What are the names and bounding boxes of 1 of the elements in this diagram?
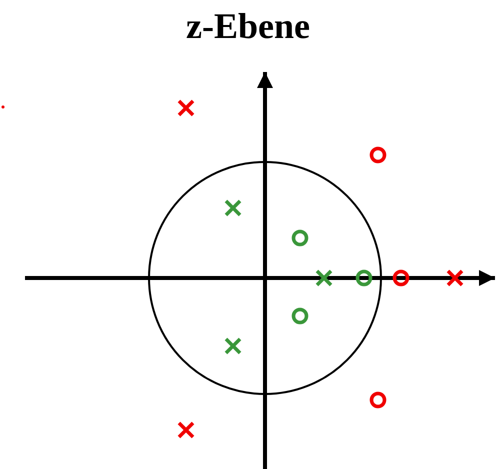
title: z-Ebene: [186, 5, 310, 48]
